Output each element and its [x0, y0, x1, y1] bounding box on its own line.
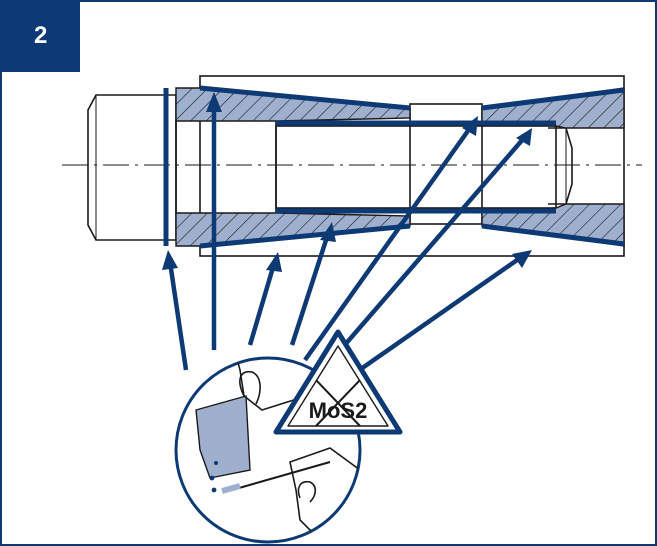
application-arrows	[162, 92, 532, 380]
hex-nut	[87, 94, 177, 241]
no-mos2-warning-icon: MoS2	[273, 329, 403, 435]
step-number-badge: 2	[0, 0, 80, 72]
step-number: 2	[34, 22, 48, 49]
lubrication-lines	[163, 85, 625, 249]
